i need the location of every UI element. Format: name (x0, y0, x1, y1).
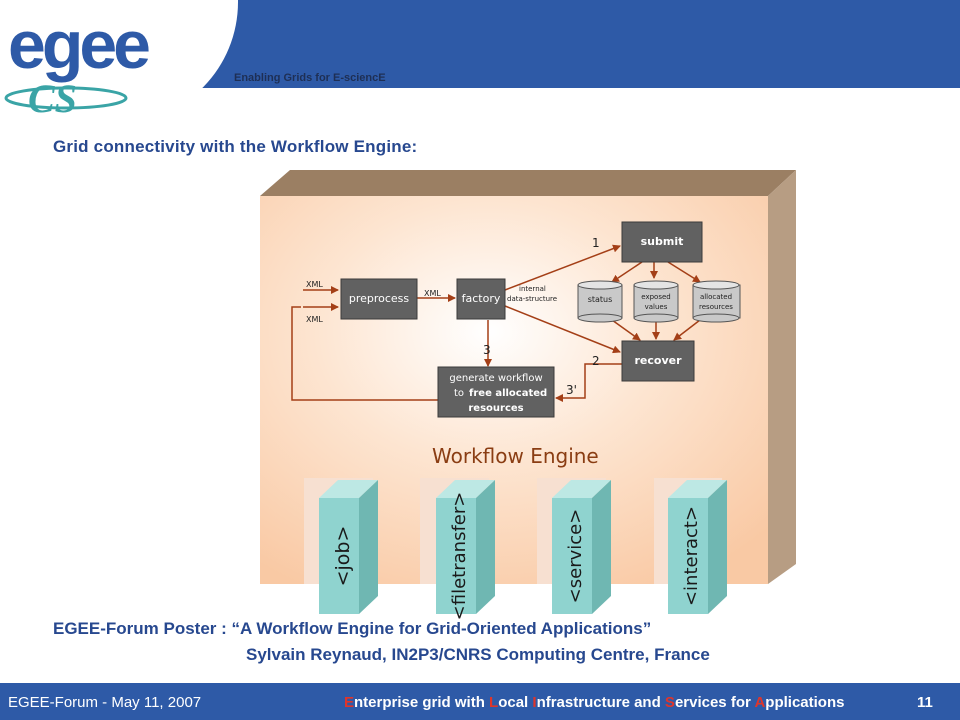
svg-text:factory: factory (462, 292, 501, 305)
svg-text:status: status (588, 295, 613, 304)
footer-text-segment: nfrastructure and (536, 694, 665, 711)
footer-text-segment: nterprise grid with (354, 694, 490, 711)
poster-title: EGEE-Forum Poster : “A Workflow Engine f… (53, 619, 652, 638)
xml-label-mid: XML (424, 289, 441, 298)
logo-swoosh (4, 86, 128, 110)
arrow-allocated-recover (673, 319, 701, 341)
internal-label-1: internal (519, 285, 546, 293)
plugin-label-job: <job> (332, 526, 354, 587)
engine-frame-side (768, 170, 796, 584)
page-number: 11 (917, 694, 933, 711)
plugin-filetransfer: <filetransfer> (436, 480, 495, 620)
store-allocated-resources: allocated resources (692, 280, 741, 323)
footer-highlight-letter: I (532, 694, 537, 711)
internal-label-2: data-structure (507, 295, 557, 303)
engine-label: Workflow Engine (432, 444, 599, 468)
footer-highlight-letter: L (489, 694, 499, 711)
footer-text-segment: ocal (498, 694, 533, 711)
engine-frame-top (260, 170, 796, 196)
plugin-label-service: <service> (565, 509, 586, 604)
arrow-status-recover (611, 319, 641, 341)
logo-text: egee (8, 7, 149, 83)
store-status: status (577, 280, 623, 323)
step-2: 2 (592, 354, 600, 368)
node-submit: submit (621, 221, 703, 263)
svg-text:to: to (454, 388, 464, 399)
footer-bar: EGEE-Forum - May 11, 2007 Enterprise gri… (0, 683, 960, 720)
svg-text:allocated: allocated (700, 293, 732, 301)
svg-text:resources: resources (468, 403, 523, 414)
svg-text:recover: recover (634, 354, 682, 367)
plugin-job: <job> (319, 480, 378, 614)
logo-sub-text: CS (28, 76, 77, 121)
step-3-prime: 3' (566, 383, 577, 397)
step-3: 3 (483, 343, 491, 357)
poster-author: Sylvain Reynaud, IN2P3/CNRS Computing Ce… (246, 645, 710, 664)
svg-text:values: values (645, 303, 668, 311)
footer-text-segment: pplications (765, 694, 845, 711)
egee-logo: egee CS (4, 7, 153, 121)
footer-text-segment: ervices for (674, 694, 755, 711)
node-generate-workflow: generate workflow to free allocated reso… (437, 366, 555, 418)
xml-label-top: XML (306, 280, 323, 289)
footer-highlight-letter: S (664, 694, 675, 711)
footer-date: EGEE-Forum - May 11, 2007 (8, 694, 202, 711)
plugin-service: <service> (552, 480, 611, 614)
svg-text:generate workflow: generate workflow (449, 373, 542, 384)
store-exposed-values: exposed values (633, 280, 679, 323)
footer-project-name: Enterprise grid with Local Infrastructur… (344, 694, 844, 711)
arrow-factory-recover (504, 305, 621, 354)
plugin-interact: <interact> (668, 480, 727, 614)
plugin-label-interact: <interact> (681, 506, 702, 606)
tagline: Enabling Grids for E-sciencE (234, 72, 386, 84)
node-factory: factory (456, 278, 506, 320)
svg-text:submit: submit (641, 235, 684, 248)
arrow-submit-status (611, 261, 643, 283)
svg-text:free allocated: free allocated (469, 388, 547, 399)
page-title: Grid connectivity with the Workflow Engi… (53, 137, 418, 156)
footer-highlight-letter: A (754, 694, 766, 711)
footer-highlight-letter: E (344, 694, 355, 711)
node-recover: recover (621, 340, 695, 382)
arrow-submit-allocated (667, 261, 701, 283)
plugin-label-filetransfer: <filetransfer> (449, 492, 470, 621)
arrow-factory-submit (504, 244, 621, 291)
arrow-loop-back (291, 306, 438, 401)
step-1: 1 (592, 236, 600, 250)
node-preprocess: preprocess (340, 278, 418, 320)
svg-text:preprocess: preprocess (349, 292, 410, 305)
svg-text:resources: resources (699, 303, 733, 311)
svg-text:exposed: exposed (641, 293, 670, 301)
xml-label-bottom: XML (306, 315, 323, 324)
arrow-recover-generate (555, 363, 622, 402)
